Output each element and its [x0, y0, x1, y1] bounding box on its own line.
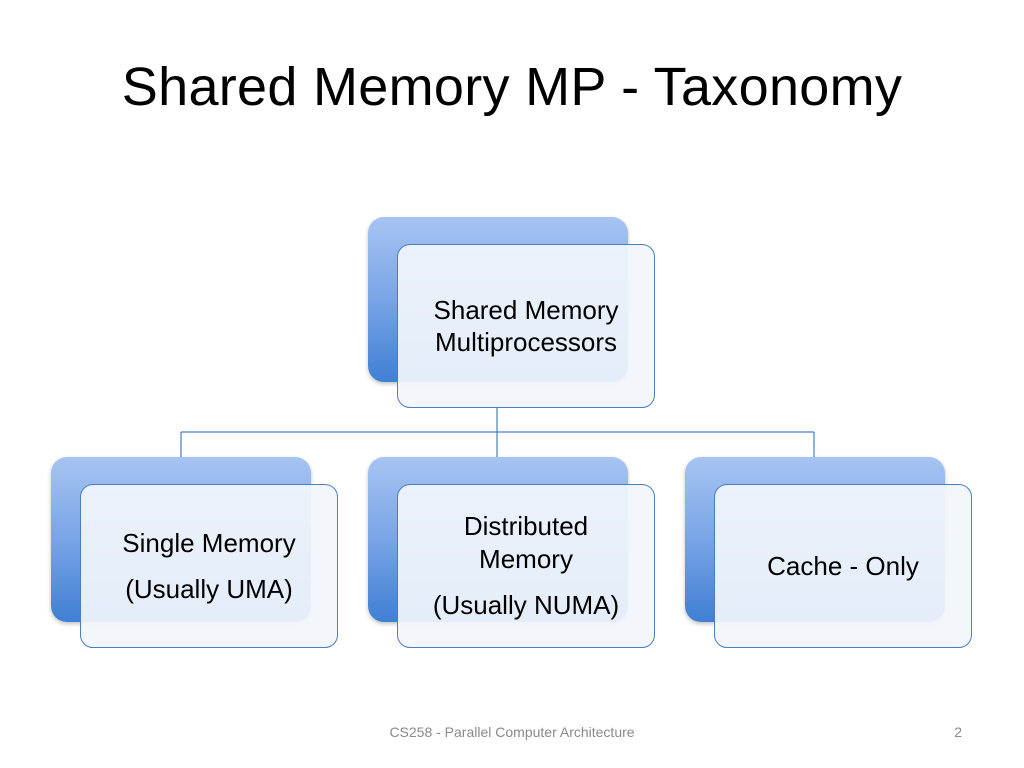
- child-node-2-line2: (Usually NUMA): [432, 590, 620, 621]
- slide-footer: CS258 - Parallel Computer Architecture: [389, 724, 635, 740]
- child-node-2-line1b: Memory: [479, 543, 573, 574]
- child-node-1-line2: (Usually UMA): [125, 574, 293, 604]
- child-node-3-line1: Cache - Only: [767, 550, 919, 581]
- root-node-line1: Shared Memory: [433, 294, 619, 325]
- slide-title: Shared Memory MP - Taxonomy: [121, 57, 903, 117]
- child-node-1-card: Single Memory (Usually UMA): [80, 484, 338, 648]
- child-node-2-line1: Distributed: [463, 511, 589, 542]
- root-node-card: Shared Memory Multiprocessors: [397, 244, 655, 408]
- root-node-line2: Multiprocessors: [434, 327, 618, 357]
- child-node-2-card: Distributed Memory (Usually NUMA): [397, 484, 655, 648]
- child-node-3-card: Cache - Only: [714, 484, 972, 648]
- child-node-1-line1: Single Memory: [122, 527, 296, 558]
- page-number: 2: [954, 724, 962, 740]
